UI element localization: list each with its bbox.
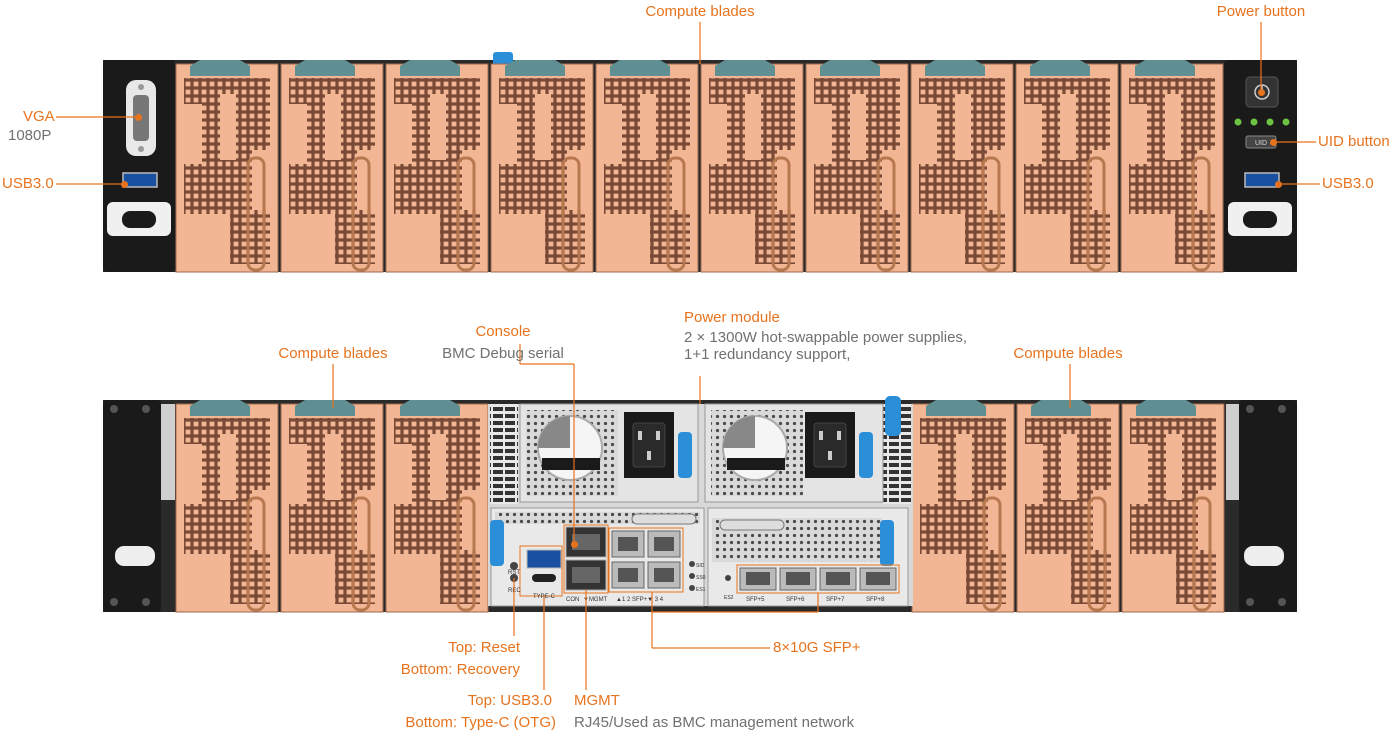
rear-compute-blades-left-label: Compute blades bbox=[278, 345, 388, 362]
usb-right-label: USB3.0 bbox=[1322, 175, 1374, 192]
front-blade-7 bbox=[804, 58, 910, 274]
sfp7-tag: SFP+7 bbox=[826, 597, 845, 603]
sfp-label: 8×10G SFP+ bbox=[773, 639, 861, 656]
front-compute-blades-label: Compute blades bbox=[645, 3, 755, 20]
sfp-top-tag: ▲1 2 SFP+▼ 3 4 bbox=[616, 597, 664, 603]
front-blade-6 bbox=[699, 58, 805, 274]
power-module-line2: 1+1 redundancy support, bbox=[684, 346, 851, 363]
reset-top-label: Top: Reset bbox=[448, 639, 520, 656]
vga-label: VGA bbox=[23, 108, 55, 125]
rear-blade-1 bbox=[174, 398, 280, 614]
console-sub-label: BMC Debug serial bbox=[442, 345, 564, 362]
power-dot bbox=[1257, 88, 1265, 96]
power-module-line1: 2 × 1300W hot-swappable power supplies, bbox=[684, 329, 968, 346]
uid-button-label: UID button bbox=[1318, 133, 1390, 150]
callout-leaders bbox=[56, 22, 1320, 690]
front-blade-10 bbox=[1119, 58, 1225, 274]
es1-tag: ES1 bbox=[696, 587, 706, 593]
ss0-tag: SS0 bbox=[696, 575, 706, 581]
uid-dot bbox=[1269, 138, 1277, 146]
sid-tag: SID bbox=[696, 563, 705, 569]
front-blade-8 bbox=[909, 58, 1015, 274]
mgmt-label: MGMT bbox=[574, 692, 620, 709]
usb-right-dot bbox=[1274, 180, 1282, 188]
rec-tag: REC bbox=[508, 588, 521, 594]
rear-blade-2 bbox=[279, 398, 385, 614]
vga-dot bbox=[134, 113, 142, 121]
rear-compute-blades-right-label: Compute blades bbox=[1013, 345, 1123, 362]
vga-resolution: 1080P bbox=[8, 127, 52, 144]
con-tag: CON bbox=[566, 597, 579, 603]
reset-bottom-label: Bottom: Recovery bbox=[400, 661, 520, 678]
sfp5-tag: SFP+5 bbox=[746, 597, 765, 603]
rear-blade-4 bbox=[910, 398, 1016, 614]
front-blade-5 bbox=[594, 58, 700, 274]
usb-top-label: Top: USB3.0 bbox=[467, 692, 552, 709]
sfp8-tag: SFP+8 bbox=[866, 597, 885, 603]
uid-tag: UID bbox=[1255, 140, 1267, 147]
front-blade-2 bbox=[279, 58, 385, 274]
usb-left-label: USB3.0 bbox=[2, 175, 54, 192]
power-module-label: Power module bbox=[684, 309, 780, 326]
sfp6-tag: SFP+6 bbox=[786, 597, 805, 603]
front-blade-9 bbox=[1014, 58, 1120, 274]
front-blade-4 bbox=[489, 58, 595, 274]
console-dot bbox=[570, 540, 578, 548]
front-blade-1 bbox=[174, 58, 280, 274]
console-label: Console bbox=[475, 323, 531, 340]
rear-blade-3 bbox=[384, 398, 490, 614]
usb-left-dot bbox=[120, 180, 128, 188]
rear-blade-5 bbox=[1015, 398, 1121, 614]
rst-tag: RST bbox=[508, 570, 520, 576]
rear-blade-6 bbox=[1120, 398, 1226, 614]
mgmt-sub-label: RJ45/Used as BMC management network bbox=[574, 714, 855, 731]
front-blade-3 bbox=[384, 58, 490, 274]
es2-tag: ES2 bbox=[724, 595, 734, 601]
power-button-label: Power button bbox=[1216, 3, 1306, 20]
mgmt-tag: ▼MGMT bbox=[583, 597, 608, 603]
usb-bottom-label: Bottom: Type-C (OTG) bbox=[405, 714, 556, 731]
